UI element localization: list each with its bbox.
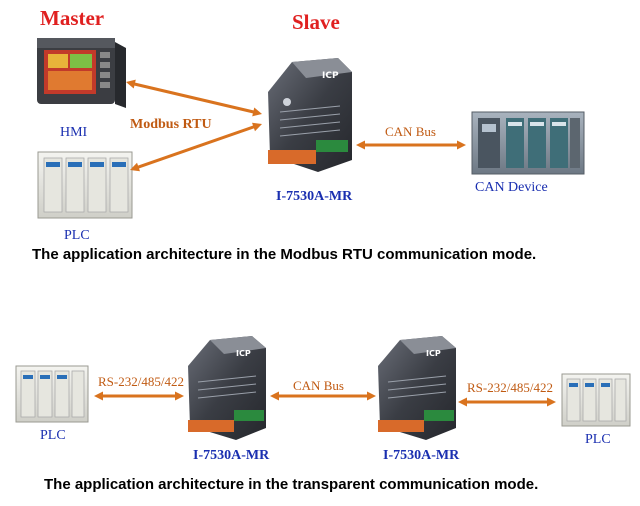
bottom-left-plc-device xyxy=(15,365,89,423)
top-caption: The application architecture in the Modb… xyxy=(32,246,537,263)
bottom-module-right-label: I-7530A-MR xyxy=(383,448,460,463)
svg-text:ICP: ICP xyxy=(236,349,251,358)
arrow-can-bus-bottom xyxy=(270,391,376,401)
top-can-bus-label: CAN Bus xyxy=(385,124,436,139)
arrow-hmi-to-module xyxy=(126,79,262,117)
bottom-left-plc-label: PLC xyxy=(40,428,66,443)
top-module-label: I-7530A-MR xyxy=(276,189,353,204)
hmi-device xyxy=(37,38,126,108)
bottom-right-i7530a-module: ICP xyxy=(378,336,456,440)
left-serial-label: RS-232/485/422 xyxy=(98,374,184,389)
can-device-label: CAN Device xyxy=(475,180,548,195)
bottom-left-i7530a-module: ICP xyxy=(188,336,266,440)
bottom-right-plc-label: PLC xyxy=(585,432,611,447)
hmi-label: HMI xyxy=(60,125,88,140)
svg-text:ICP: ICP xyxy=(426,349,441,358)
bottom-can-bus-label: CAN Bus xyxy=(293,378,344,393)
right-serial-label: RS-232/485/422 xyxy=(467,380,553,395)
modbus-rtu-label: Modbus RTU xyxy=(130,117,212,132)
top-plc-device xyxy=(37,151,133,219)
arrow-serial-right xyxy=(458,397,556,407)
bottom-caption: The application architecture in the tran… xyxy=(44,476,539,493)
connection-arrows xyxy=(94,79,556,407)
bottom-right-plc-device xyxy=(561,373,631,427)
svg-text:ICP: ICP xyxy=(322,71,339,81)
slave-title: Slave xyxy=(292,10,340,34)
can-device xyxy=(471,111,585,175)
top-i7530a-module: ICP xyxy=(268,58,352,172)
bottom-module-left-label: I-7530A-MR xyxy=(193,448,270,463)
top-plc-label: PLC xyxy=(64,228,90,243)
arrow-plc-to-module xyxy=(130,122,262,172)
master-title: Master xyxy=(40,6,105,30)
arrow-can-bus-top xyxy=(356,140,466,150)
arrow-serial-left xyxy=(94,391,184,401)
